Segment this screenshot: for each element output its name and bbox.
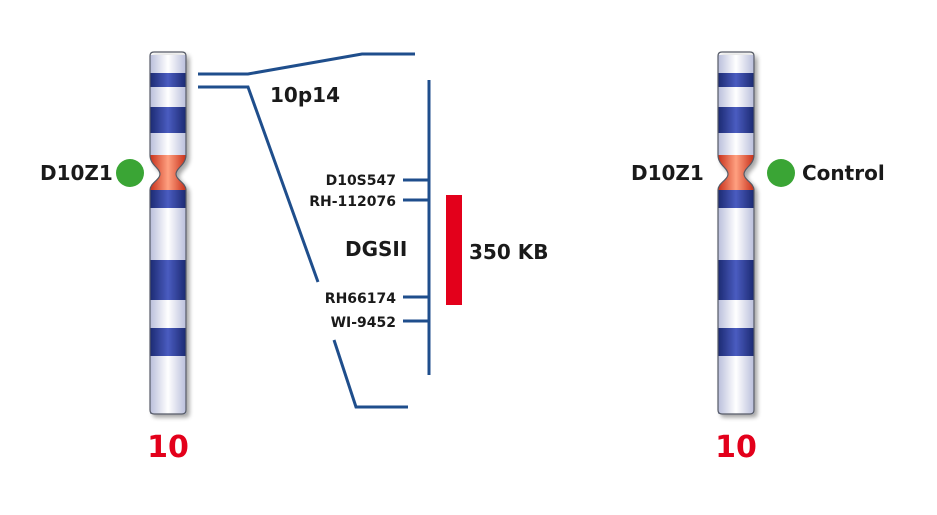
deleted-region-bar <box>446 195 462 305</box>
right-chromosome-bands <box>718 55 754 414</box>
right-chromosome <box>717 51 755 415</box>
left-chromosome-bands <box>150 55 186 414</box>
zoom-line-top <box>198 52 415 76</box>
left-centromere <box>150 155 186 190</box>
zoom-line-bottom <box>332 339 408 409</box>
right-centromere-probe-label: D10Z1 <box>631 161 704 185</box>
control-probe-label: Control <box>802 161 885 185</box>
left-probe-dot <box>116 159 144 187</box>
zoom-line-middle <box>198 85 320 283</box>
region-size-label: 350 KB <box>469 240 548 264</box>
zoom-lines <box>198 52 415 409</box>
right-centromere <box>718 155 754 190</box>
left-chromosome <box>149 51 187 415</box>
marker-label: RH66174 <box>325 291 396 307</box>
left-chromosome-number: 10 <box>147 430 189 465</box>
right-probe-dot <box>767 159 795 187</box>
right-chromosome-outline <box>717 51 755 415</box>
left-chromosome-outline <box>149 51 187 415</box>
marker-label: RH-112076 <box>309 194 396 210</box>
marker-label: WI-9452 <box>331 315 396 331</box>
marker-label: D10S547 <box>326 173 396 189</box>
gene-region-label: DGSII <box>345 237 407 261</box>
left-centromere-probe-label: D10Z1 <box>40 161 113 185</box>
right-chromosome-number: 10 <box>715 430 757 465</box>
marker-map <box>403 80 431 375</box>
band-label: 10p14 <box>270 83 340 107</box>
